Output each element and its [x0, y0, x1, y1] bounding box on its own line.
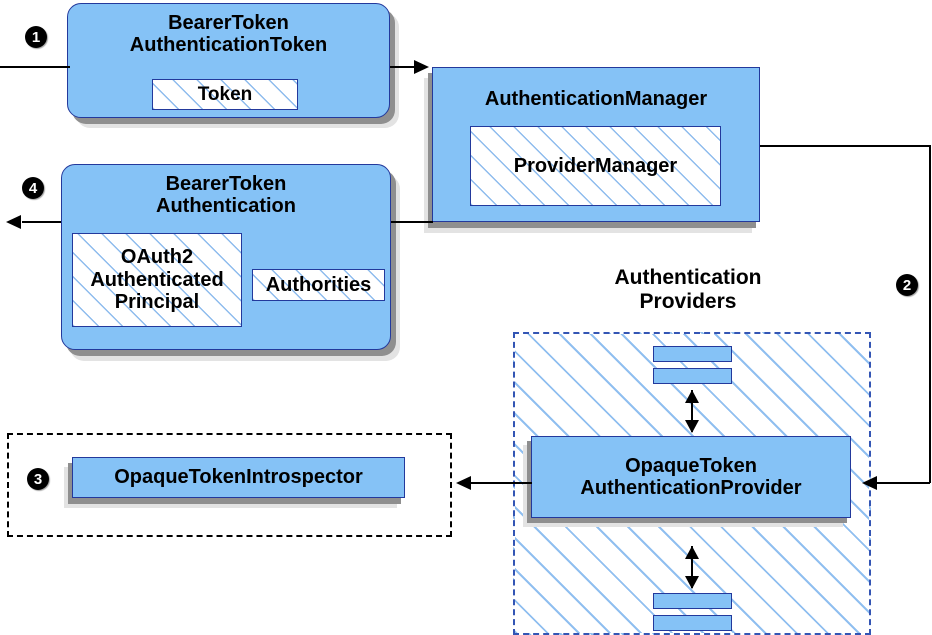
oauth2-principal-line3: Principal — [114, 291, 200, 314]
badge-step-1: 1 — [25, 26, 47, 48]
authentication-manager-title: AuthenticationManager — [484, 88, 708, 110]
badge-step-2-number: 2 — [902, 276, 912, 294]
opaque-token-authentication-provider-title-line2: AuthenticationProvider — [580, 477, 802, 499]
authentication-response-line — [22, 221, 61, 223]
manager-to-authentication-line — [391, 221, 433, 223]
incoming-request-line — [0, 66, 70, 68]
provider-link-arrow-bottom-down — [685, 576, 699, 589]
provider-stub-bar-top-1 — [653, 346, 732, 362]
authorities-label: Authorities — [265, 273, 372, 296]
bearer-token-authentication-title-line1: BearerToken — [165, 173, 287, 195]
provider-link-line-bottom — [691, 546, 693, 588]
token-to-manager-arrow — [414, 60, 429, 74]
bus-to-provider-line — [874, 482, 930, 484]
provider-stub-bar-top-2 — [653, 368, 732, 384]
bearer-token-authentication-title-line2: Authentication — [156, 195, 296, 218]
manager-to-bus-line — [760, 145, 930, 147]
bearer-token-authentication-token-title-line2: AuthenticationToken — [129, 34, 328, 57]
authentication-providers-title-line2: Providers — [639, 290, 737, 314]
authentication-providers-title: Authentication Providers — [563, 266, 813, 314]
bus-to-provider-arrow — [862, 476, 877, 490]
badge-step-3-number: 3 — [33, 470, 43, 488]
badge-step-2: 2 — [896, 274, 918, 296]
provider-link-line-top — [691, 390, 693, 432]
badge-step-1-number: 1 — [31, 28, 41, 46]
opaque-token-introspector-label: OpaqueTokenIntrospector — [114, 466, 363, 489]
opaque-token-authentication-provider-box[interactable]: OpaqueToken AuthenticationProvider — [531, 436, 851, 518]
opaque-token-introspector-box[interactable]: OpaqueTokenIntrospector — [72, 457, 405, 498]
provider-manager-label: ProviderManager — [513, 154, 678, 177]
oauth2-principal-line2: Authenticated — [90, 268, 224, 291]
provider-manager-inner-box[interactable]: ProviderManager — [470, 126, 721, 206]
opaque-token-introspector-region — [7, 433, 452, 537]
token-inner-label: Token — [197, 83, 253, 105]
token-to-manager-line — [390, 66, 418, 68]
provider-stub-bar-bottom-1 — [653, 593, 732, 609]
provider-to-introspector-line — [470, 482, 532, 484]
authentication-providers-title-line1: Authentication — [614, 266, 762, 289]
badge-step-4: 4 — [22, 177, 44, 199]
bearer-token-authentication-token-title-line1: BearerToken — [168, 12, 289, 34]
token-inner-box[interactable]: Token — [152, 79, 298, 110]
authorities-box[interactable]: Authorities — [252, 269, 385, 301]
badge-step-3: 3 — [27, 468, 49, 490]
provider-to-introspector-arrow — [456, 476, 471, 490]
bus-vertical-line — [929, 145, 931, 483]
provider-link-arrow-top-down — [685, 420, 699, 433]
oauth2-principal-line1: OAuth2 — [120, 246, 194, 269]
oauth2-authenticated-principal-box[interactable]: OAuth2 Authenticated Principal — [72, 233, 242, 327]
provider-stub-bar-bottom-2 — [653, 615, 732, 631]
opaque-token-authentication-provider-title-line1: OpaqueToken — [625, 454, 757, 477]
badge-step-4-number: 4 — [28, 179, 38, 197]
authentication-response-arrow — [6, 215, 21, 229]
